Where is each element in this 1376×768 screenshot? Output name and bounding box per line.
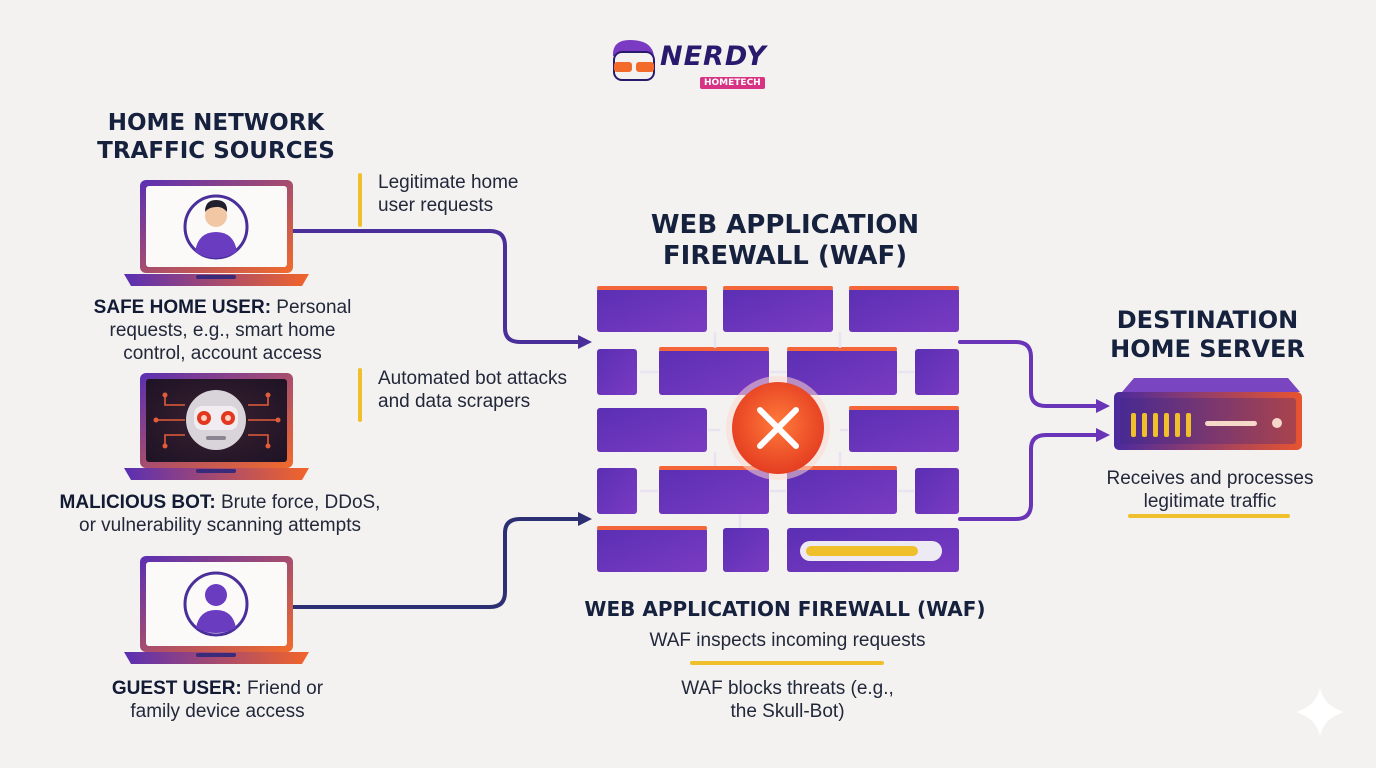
brick-highlights: [597, 286, 959, 530]
waf-blocks-text: WAF blocks threats (e.g., the Skull-Bot): [681, 678, 894, 722]
destination-title: DESTINATION HOME SERVER: [1110, 306, 1305, 363]
robot-icon: [186, 390, 246, 450]
waf-caption-title: WEB APPLICATION FIREWALL (WAF): [584, 597, 986, 621]
logo-mascot-icon: [612, 40, 655, 81]
waf-inspects-text: WAF inspects incoming requests: [649, 630, 926, 651]
firewall-wall: [597, 288, 959, 572]
legit-annotation-tick: [358, 173, 362, 227]
logo-wordmark: NERDY: [660, 41, 767, 72]
x-icon: [726, 376, 830, 480]
logo-sub-wrap: HOMETECH: [700, 72, 765, 90]
safe-user-label: SAFE HOME USER:: [93, 297, 272, 318]
waf-underline: [690, 661, 884, 665]
guest-icon: [183, 571, 249, 637]
sparkle-icon: [1296, 688, 1344, 736]
bot-annotation-tick: [358, 368, 362, 422]
guest-label: GUEST USER:: [111, 678, 242, 699]
bot-desc: Brute force, DDoS, or vulnerability scan…: [79, 492, 381, 536]
user-icon: [183, 194, 249, 260]
logo-subtitle: HOMETECH: [700, 77, 765, 89]
legit-annotation: Legitimate home user requests: [378, 172, 519, 216]
safe-user-desc: Personal requests, e.g., smart home cont…: [109, 297, 352, 364]
bot-annotation: Automated bot attacks and data scrapers: [378, 368, 568, 412]
guest-desc: Friend or family device access: [130, 678, 324, 722]
logo: NERDY: [660, 41, 767, 72]
firewall-circuits: [640, 332, 914, 528]
guest-caption: GUEST USER: Friend or family device acce…: [100, 677, 335, 723]
destination-underline: [1128, 514, 1290, 518]
server-icon: [1114, 378, 1302, 450]
destination-desc: Receives and processes legitimate traffi…: [1106, 468, 1314, 512]
bot-label: MALICIOUS BOT:: [59, 492, 216, 513]
wall-progress-bar: [800, 541, 942, 561]
bot-caption: MALICIOUS BOT: Brute force, DDoS, or vul…: [55, 491, 385, 537]
waf-title: WEB APPLICATION FIREWALL (WAF): [650, 210, 920, 272]
sources-title: HOME NETWORK TRAFFIC SOURCES: [97, 110, 335, 164]
safe-user-caption: SAFE HOME USER: Personal requests, e.g.,…: [80, 296, 365, 365]
